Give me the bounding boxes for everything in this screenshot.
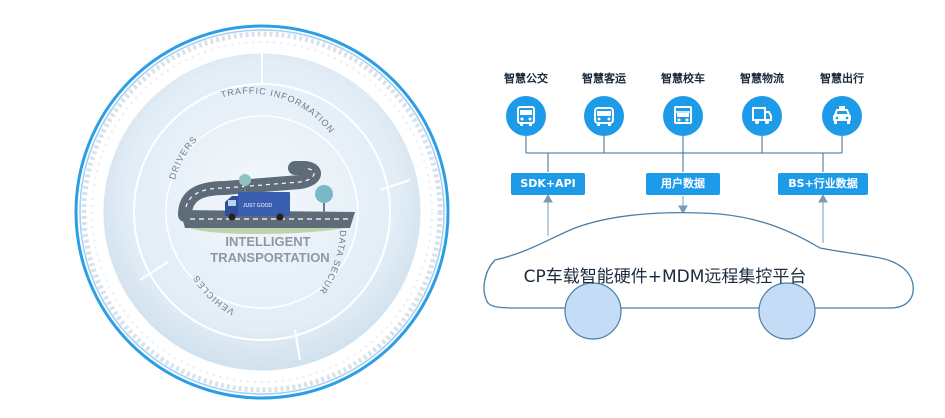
badge-bs-industry-data: BS+行业数据 (778, 173, 868, 195)
svg-text:JUST GOOD: JUST GOOD (243, 203, 272, 209)
badge-sdk-api: SDK+API (511, 173, 585, 195)
tree-icons (239, 174, 333, 213)
platform-diagram-lines (483, 136, 914, 340)
taxi-icon (822, 96, 862, 136)
front-wheel (564, 282, 622, 340)
school-bus-icon (663, 96, 703, 136)
bus-icon (506, 96, 546, 136)
service-smart-bus: 智慧公交 (486, 70, 566, 136)
rear-wheel (758, 282, 816, 340)
service-label: 智慧出行 (820, 72, 864, 85)
service-label: 智慧客运 (582, 72, 626, 85)
delivery-truck-icon: JUST GOOD (225, 192, 290, 221)
truck-icon (742, 96, 782, 136)
road-graphic (178, 161, 355, 234)
service-label: 智慧公交 (504, 72, 548, 85)
service-smart-coach: 智慧客运 (564, 70, 644, 136)
service-label: 智慧物流 (740, 72, 784, 85)
center-title-line1: INTELLIGENT (225, 234, 310, 249)
decorative-tick-rings (81, 31, 443, 393)
service-smart-logistics: 智慧物流 (722, 70, 802, 136)
service-smart-school-bus: 智慧校车 (643, 70, 723, 136)
badge-user-data: 用户数据 (646, 173, 720, 195)
outer-blue-ring (74, 24, 450, 400)
service-label: 智慧校车 (661, 72, 705, 85)
coach-icon (584, 96, 624, 136)
service-smart-mobility: 智慧出行 (802, 70, 882, 136)
platform-title: CP车载智能硬件+MDM远程集控平台 (523, 267, 807, 287)
intelligent-transportation-illustration: DRIVERS TRAFFIC INFORMATION DATA SECURIT… (0, 0, 450, 400)
center-title-line2: TRANSPORTATION (210, 250, 329, 265)
